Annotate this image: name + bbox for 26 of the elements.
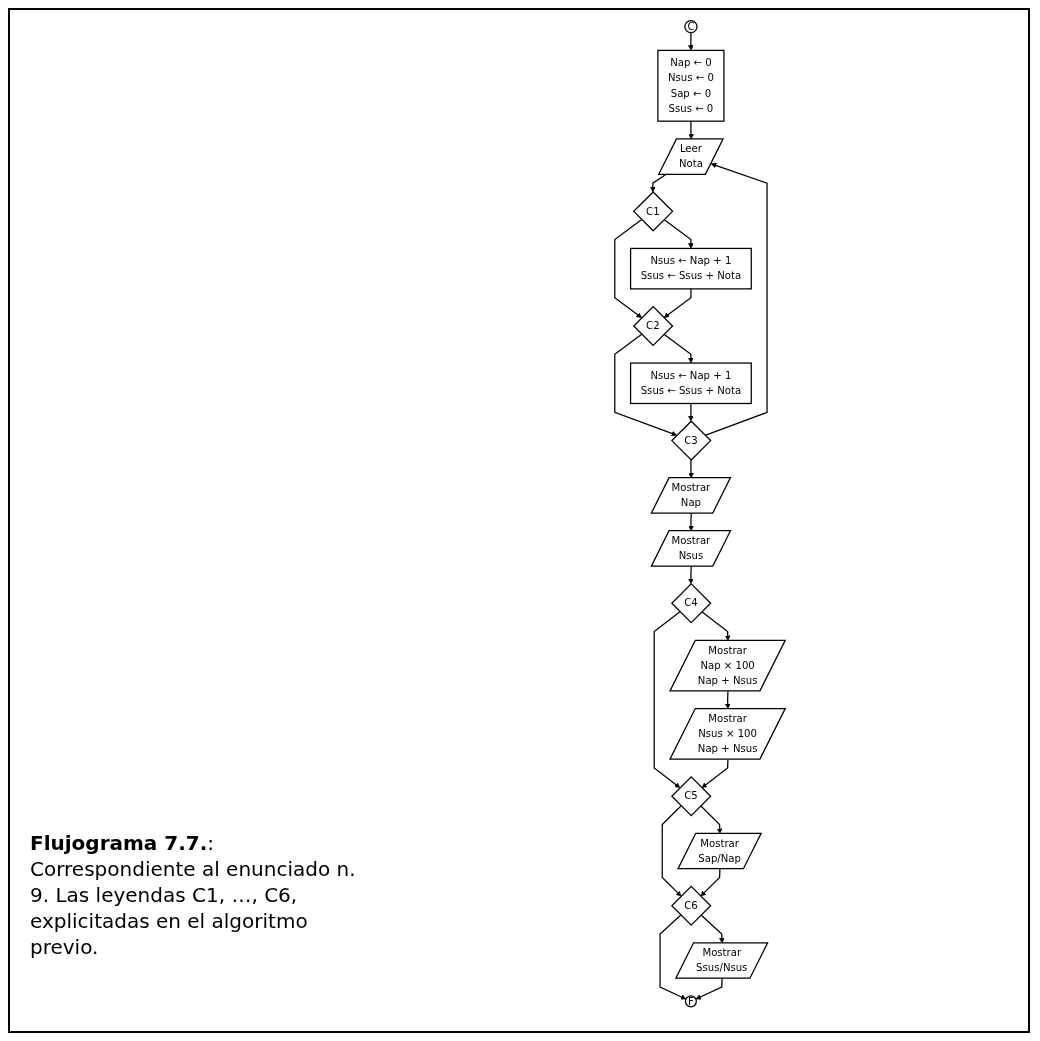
caption: Flujograma 7.7.: Correspondiente al enunciado n. 9. Las leyendas C1, …, C6, explicitadas en el algoritmo previo. <box>30 830 357 960</box>
node-diamond: C1 <box>632 191 674 232</box>
arrow <box>614 218 643 318</box>
arrow <box>701 611 731 641</box>
node-diamond: C5 <box>670 775 712 817</box>
node-circle: F <box>684 995 697 1008</box>
node-box: Nap ← 0 Nsus ← 0 Sap ← 0 Ssus ← 0 <box>657 49 725 122</box>
arrow <box>688 32 694 51</box>
arrow <box>614 333 677 437</box>
node-box: Nsus ← Nap + 1 Ssus ← Ssus + Nota <box>629 362 752 405</box>
node-box: Nsus ← Nap + 1 Ssus ← Ssus + Nota <box>629 247 752 290</box>
arrow <box>663 333 694 364</box>
arrow <box>704 162 768 436</box>
arrow <box>659 914 687 1000</box>
arrow <box>653 611 681 788</box>
node-diamond: C4 <box>670 582 712 624</box>
arrow <box>700 805 723 834</box>
arrow <box>688 402 694 422</box>
node-diamond: C6 <box>670 885 712 927</box>
arrow <box>663 288 692 318</box>
node-diamond: C3 <box>670 420 712 461</box>
arrow <box>700 868 721 897</box>
arrow <box>663 218 694 249</box>
node-diamond: C2 <box>632 305 674 347</box>
arrow <box>661 805 682 897</box>
node-circle: C <box>684 19 698 34</box>
